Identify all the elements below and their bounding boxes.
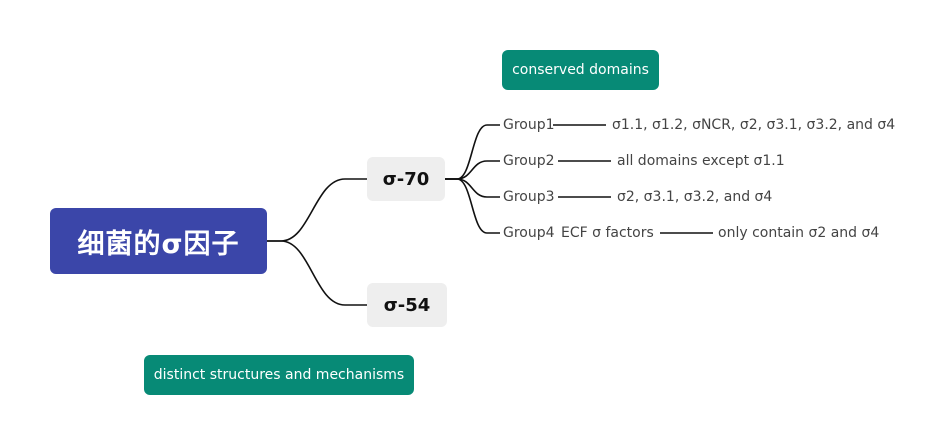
branch-sigma-54[interactable]: σ-54 xyxy=(367,283,447,327)
tag-conserved-domains[interactable]: conserved domains xyxy=(502,50,659,90)
link-sigma70-group1 xyxy=(445,124,500,180)
group3-detail[interactable]: σ2, σ3.1, σ3.2, and σ4 xyxy=(617,189,773,205)
group2-detail[interactable]: all domains except σ1.1 xyxy=(617,153,785,169)
link-sigma70-group3 xyxy=(445,178,500,198)
group2-label[interactable]: Group2 xyxy=(503,153,555,169)
group1-detail[interactable]: σ1.1, σ1.2, σNCR, σ2, σ3.1, σ3.2, and σ4 xyxy=(612,117,896,133)
group4-sub-label[interactable]: ECF σ factors xyxy=(561,225,654,241)
group4-detail[interactable]: only contain σ2 and σ4 xyxy=(718,225,880,241)
link-root-sigma70 xyxy=(267,178,367,242)
group3-label[interactable]: Group3 xyxy=(503,189,555,205)
tag-distinct-structures[interactable]: distinct structures and mechanisms xyxy=(144,355,414,395)
link-sigma70-group4 xyxy=(445,178,500,234)
link-root-sigma54 xyxy=(267,240,367,306)
group1-label[interactable]: Group1 xyxy=(503,117,555,133)
root-topic[interactable]: 细菌的σ因子 xyxy=(50,208,267,274)
branch-sigma-70[interactable]: σ-70 xyxy=(367,157,445,201)
group4-label[interactable]: Group4 xyxy=(503,225,555,241)
link-sigma70-group2 xyxy=(445,160,500,180)
